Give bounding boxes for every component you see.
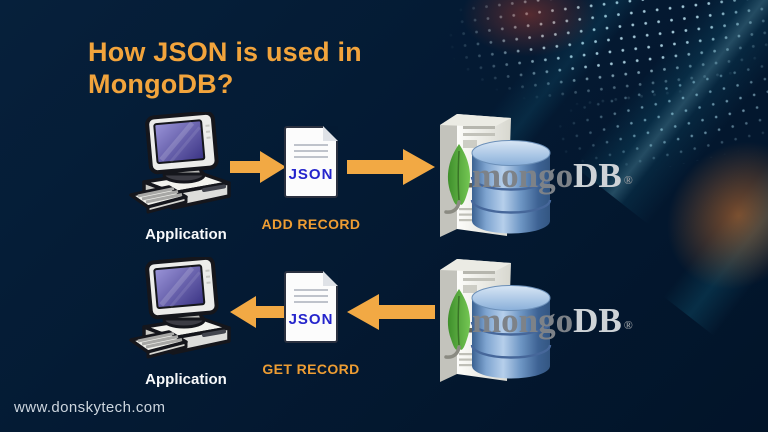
mongodb-leaf-icon bbox=[444, 144, 471, 214]
page-title-line1: How JSON is used in bbox=[88, 37, 362, 67]
database-cylinder-icon bbox=[470, 285, 552, 379]
background-red-glow bbox=[462, 0, 597, 57]
page-title: How JSON is used in MongoDB? bbox=[88, 36, 362, 100]
page-title-line2: MongoDB? bbox=[88, 69, 234, 99]
mongodb-leaf-icon bbox=[444, 289, 471, 359]
json-document-label: JSON bbox=[288, 166, 334, 183]
application-label: Application bbox=[145, 226, 227, 243]
wordmark-mongo: mongo bbox=[472, 301, 574, 340]
arrow-left-icon bbox=[230, 296, 286, 328]
json-document-label: JSON bbox=[288, 311, 334, 328]
registered-mark: ® bbox=[623, 173, 633, 187]
arrow-left-icon bbox=[347, 294, 435, 330]
desktop-computer-icon bbox=[129, 257, 231, 359]
mongodb-wordmark: mongoDB® bbox=[472, 301, 633, 348]
wordmark-mongo: mongo bbox=[472, 156, 574, 195]
desktop-computer-icon bbox=[129, 112, 231, 214]
mongodb-wordmark: mongoDB® bbox=[472, 156, 633, 203]
registered-mark: ® bbox=[623, 318, 633, 332]
database-cylinder-icon bbox=[470, 140, 552, 234]
arrow-right-icon bbox=[230, 151, 286, 183]
document-text-lines bbox=[294, 289, 328, 307]
website-url: www.donskytech.com bbox=[14, 399, 166, 416]
document-text-lines bbox=[294, 144, 328, 162]
flow-row-add: Application JSON ADD RECORD bbox=[0, 105, 768, 250]
flow-row-get: Application JSON GET RECORD bbox=[0, 250, 768, 395]
add-record-label: ADD RECORD bbox=[261, 216, 361, 232]
mongodb-server-icon bbox=[440, 114, 552, 237]
json-document-icon: JSON bbox=[284, 271, 338, 343]
wordmark-db: DB bbox=[573, 301, 622, 340]
get-record-label: GET RECORD bbox=[262, 361, 360, 377]
mongodb-server-icon bbox=[440, 259, 552, 382]
application-label: Application bbox=[145, 371, 227, 388]
arrow-right-icon bbox=[347, 149, 435, 185]
json-document-icon: JSON bbox=[284, 126, 338, 198]
wordmark-db: DB bbox=[573, 156, 622, 195]
